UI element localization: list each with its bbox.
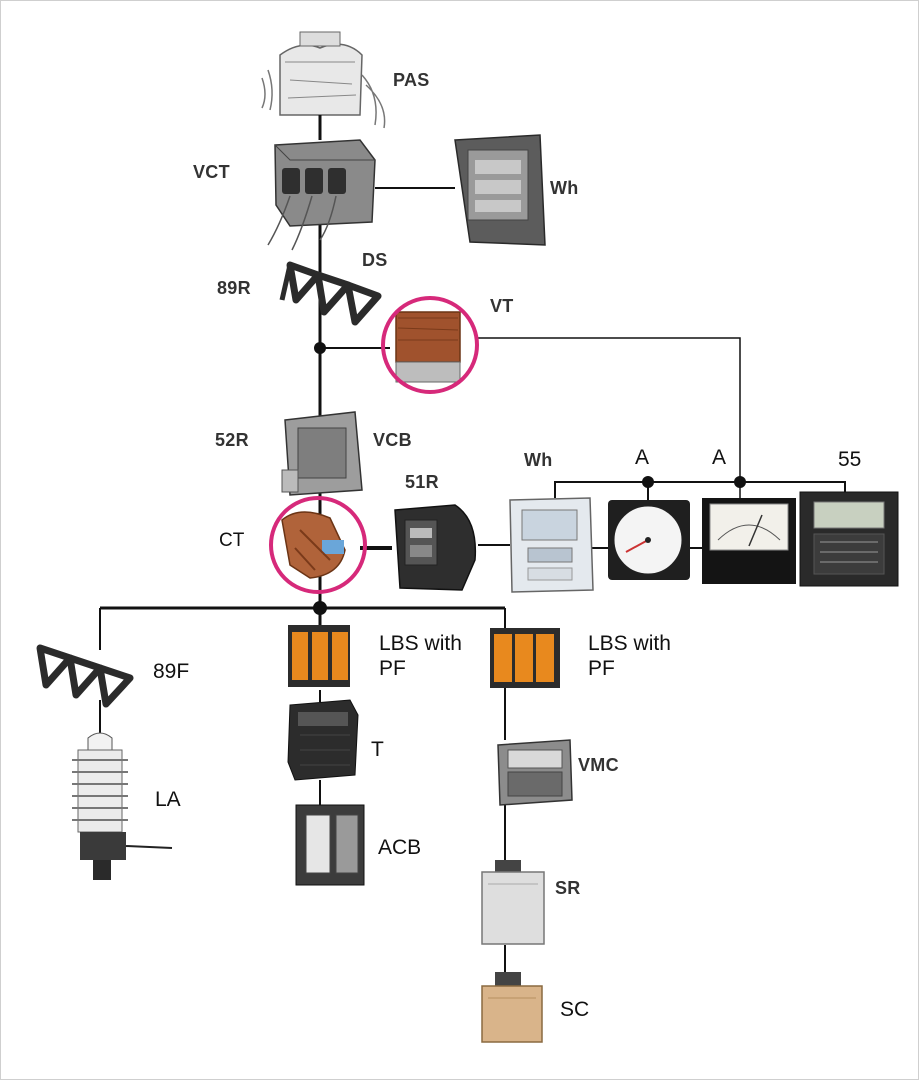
label-t: T — [371, 738, 384, 763]
round-ammeter-icon — [608, 500, 690, 580]
ds-89r-disconnector-icon — [282, 265, 378, 322]
pas-switch-icon — [262, 32, 385, 140]
label-pas: PAS — [393, 70, 430, 91]
wh-meter-icon — [510, 498, 593, 592]
label-vcb: VCB — [373, 430, 412, 451]
label-vmc: VMC — [578, 755, 619, 776]
label-vct: VCT — [193, 162, 230, 183]
ct-transformer-icon — [282, 512, 345, 578]
label-lbs-pf-right: LBS with PF — [588, 632, 671, 682]
sr-reactor-icon — [482, 860, 544, 944]
lbs-pf-switch-right-icon — [490, 628, 560, 688]
label-52r: 52R — [215, 430, 249, 451]
square-ammeter-icon — [702, 498, 796, 584]
lbs-pf-switch-left-icon — [288, 625, 350, 687]
label-sr: SR — [555, 878, 581, 899]
label-sc: SC — [560, 998, 589, 1023]
junction-dot — [734, 476, 746, 488]
t-transformer-icon — [288, 700, 358, 780]
label-55: 55 — [838, 448, 861, 473]
label-lbs-pf-left: LBS with PF — [379, 632, 462, 682]
label-89f: 89F — [153, 660, 189, 685]
vmc-contactor-icon — [498, 740, 572, 805]
device-55-icon — [800, 492, 898, 586]
vt-transformer-icon — [396, 312, 460, 382]
label-la: LA — [155, 788, 181, 813]
label-51r: 51R — [405, 472, 439, 493]
label-wh-meter: Wh — [524, 450, 553, 471]
sc-capacitor-icon — [482, 972, 542, 1042]
junction-dot — [313, 601, 327, 615]
label-ct: CT — [219, 530, 244, 552]
label-ammeter-1: A — [635, 446, 649, 471]
vcb-breaker-icon — [282, 412, 362, 495]
label-wh-top: Wh — [550, 178, 579, 199]
acb-breaker-icon — [296, 805, 364, 885]
label-vt: VT — [490, 296, 514, 317]
junction-dot — [642, 476, 654, 488]
relay-51r-icon — [395, 505, 475, 590]
wh-meter-top-icon — [455, 135, 545, 245]
label-acb: ACB — [378, 836, 421, 861]
junction-dot — [314, 342, 326, 354]
label-ammeter-2: A — [712, 446, 726, 471]
label-ds: DS — [362, 250, 388, 271]
label-89r: 89R — [217, 278, 251, 299]
ds-89f-disconnector-icon — [40, 648, 130, 704]
